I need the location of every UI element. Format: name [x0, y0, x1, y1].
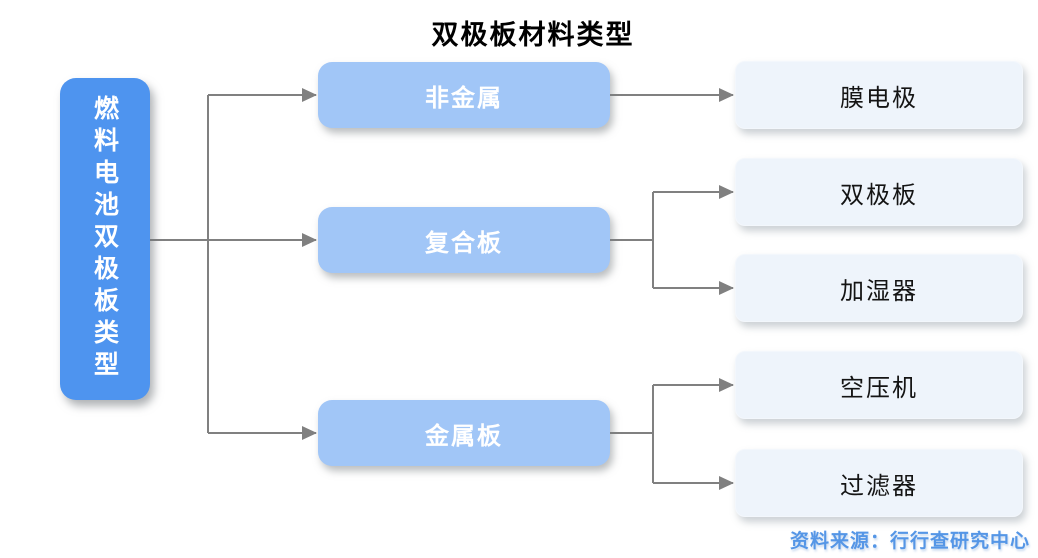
category-node-label: 复合板 [425, 228, 503, 257]
leaf-node-label: 空压机 [840, 373, 918, 402]
category-node-composite-plate: 复合板 [318, 207, 610, 273]
leaf-node-membrane-electrode: 膜电极 [735, 61, 1023, 129]
leaf-node-label: 双极板 [840, 180, 918, 209]
source-note: 资料来源：行行查研究中心 [789, 530, 1030, 552]
diagram-title: 双极板材料类型 [431, 20, 635, 51]
leaf-node-label: 膜电极 [840, 83, 918, 112]
leaf-node-air-compressor: 空压机 [735, 351, 1023, 419]
root-node-label: 燃料电池双极板类型 [90, 95, 120, 383]
leaf-node-label: 加湿器 [840, 276, 918, 305]
category-node-nonmetal: 非金属 [318, 62, 610, 128]
root-node-fuel-cell-bipolar-plate-types: 燃料电池双极板类型 [60, 78, 150, 400]
leaf-node-filter: 过滤器 [735, 449, 1023, 517]
category-node-metal-plate: 金属板 [318, 400, 610, 466]
category-node-label: 金属板 [425, 421, 503, 450]
leaf-node-bipolar-plate: 双极板 [735, 158, 1023, 226]
leaf-node-label: 过滤器 [840, 471, 918, 500]
category-node-label: 非金属 [425, 83, 503, 112]
leaf-node-humidifier: 加湿器 [735, 254, 1023, 322]
